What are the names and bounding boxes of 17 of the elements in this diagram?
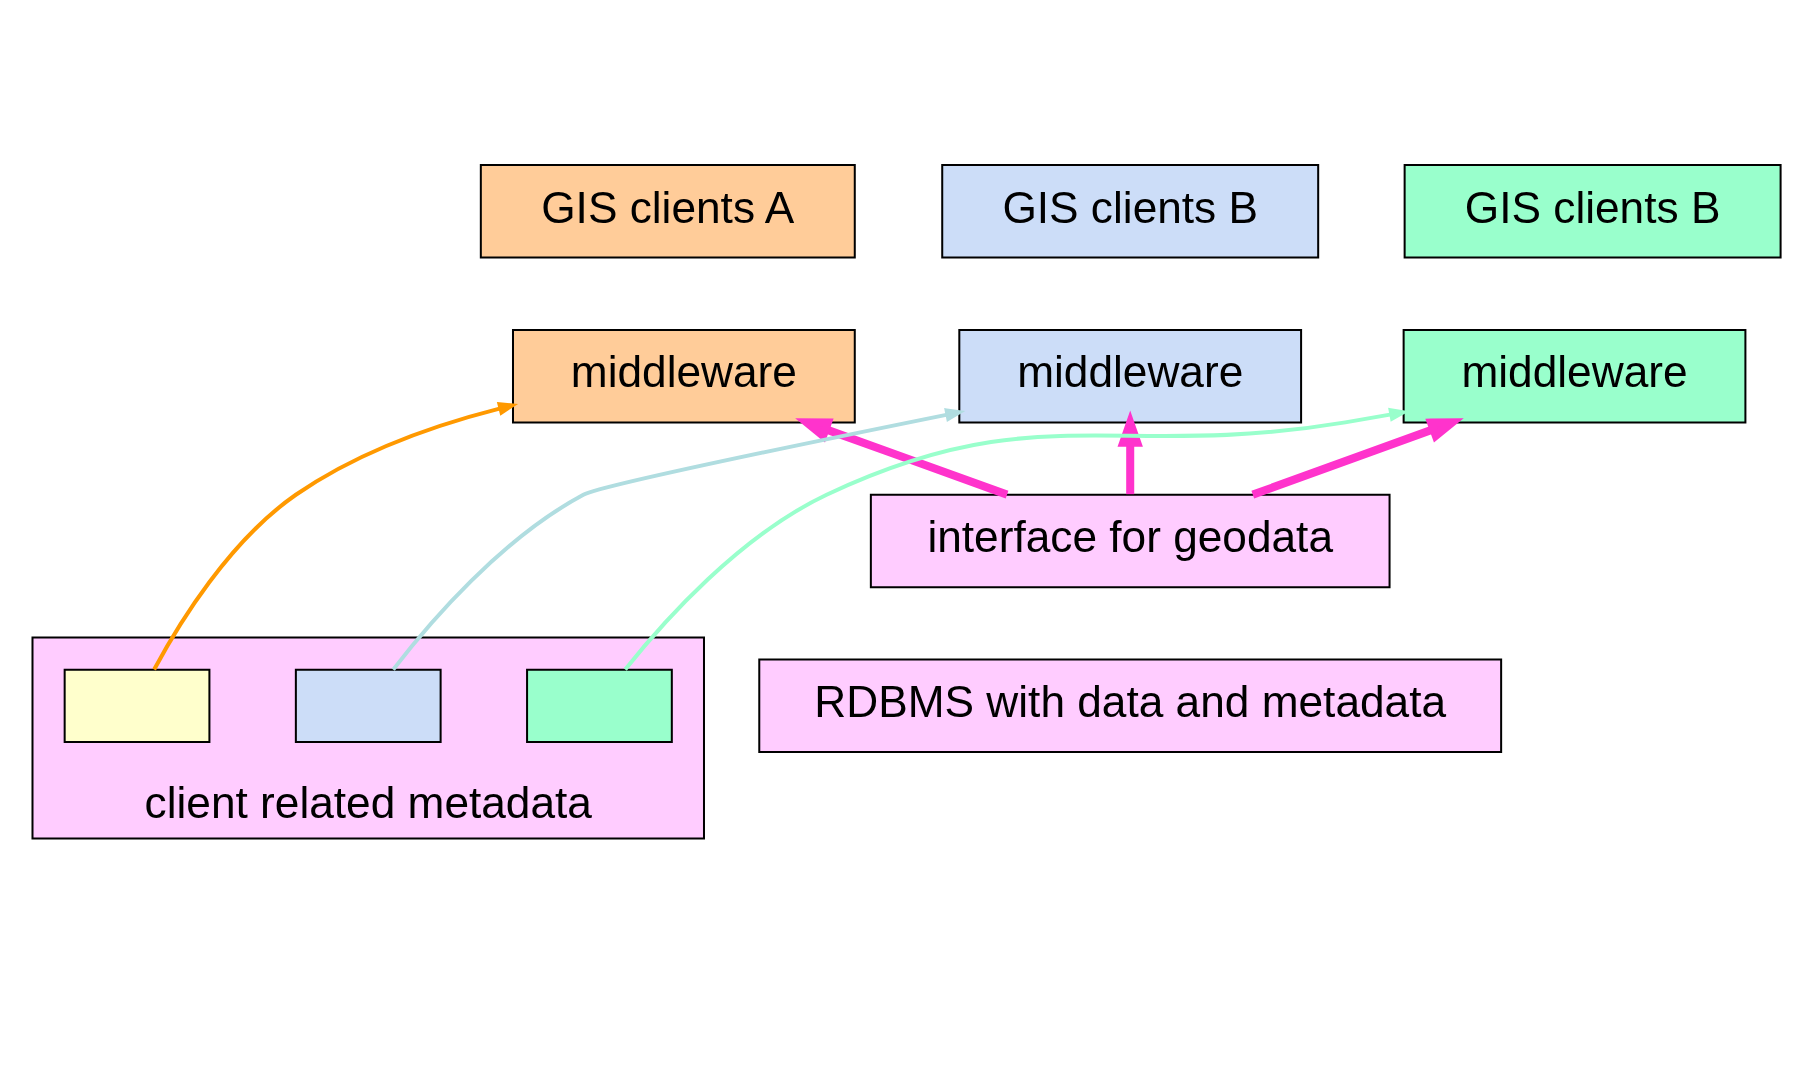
node-box: GIS clients B xyxy=(941,163,1320,259)
node-box: GIS clients B xyxy=(1403,163,1782,259)
node-box xyxy=(294,668,442,743)
node-box xyxy=(63,668,211,743)
arrow xyxy=(795,417,1009,498)
arrow xyxy=(152,401,519,670)
node-box xyxy=(526,668,673,743)
arrow xyxy=(391,407,966,671)
node-box: RDBMS with data and metadata xyxy=(758,658,1503,753)
arrow xyxy=(1251,417,1464,498)
node-box: interface for geodata xyxy=(869,493,1391,588)
node-box: GIS clients A xyxy=(479,163,856,259)
node-box: middleware xyxy=(958,328,1303,423)
cluster: client related metadata xyxy=(31,636,705,840)
arrow xyxy=(1117,410,1143,494)
node-box: middleware xyxy=(1402,328,1747,423)
node-box: middleware xyxy=(512,328,856,423)
